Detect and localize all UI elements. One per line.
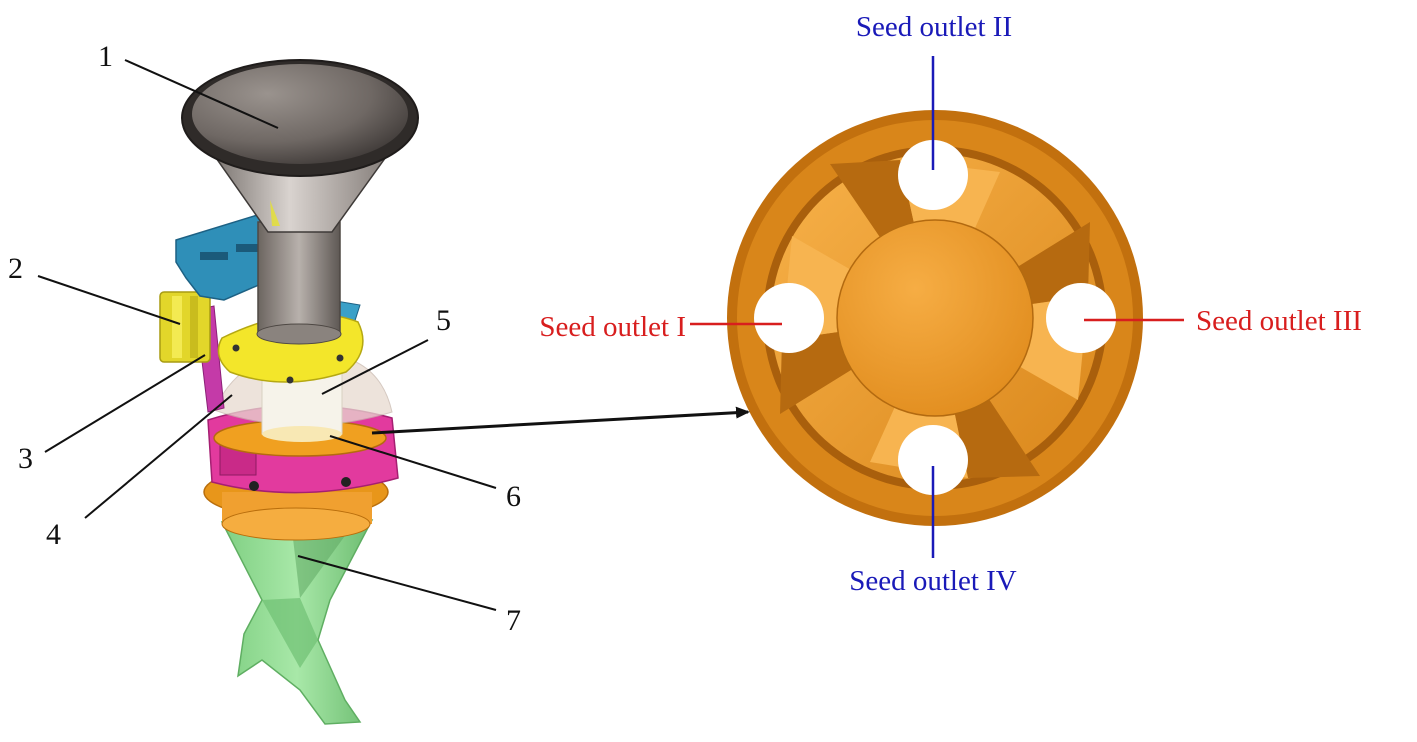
hopper-neck — [257, 221, 341, 335]
part-number-6: 6 — [506, 480, 521, 513]
disc-center-hub — [836, 219, 1034, 417]
part-number-1: 1 — [98, 40, 113, 73]
seed-disc-top-view — [727, 110, 1143, 526]
part-number-2: 2 — [8, 252, 23, 285]
leader-lines — [37, 59, 497, 611]
outlet-label-left: Seed outlet I — [539, 311, 686, 343]
zoom-arrow — [371, 406, 750, 435]
outlet-hole-bottom — [898, 425, 968, 495]
seed-hopper — [181, 59, 419, 233]
outlet-label-right: Seed outlet III — [1196, 305, 1362, 337]
metering-device — [159, 59, 419, 725]
part-number-3: 3 — [18, 442, 33, 475]
part-number-7: 7 — [506, 604, 521, 637]
outlet-labels: Seed outlet II Seed outlet I Seed outlet… — [539, 11, 1361, 597]
outlet-label-top: Seed outlet II — [856, 11, 1012, 43]
seed-guide-tube — [220, 519, 374, 725]
motor — [159, 291, 211, 363]
outlet-hole-left — [754, 283, 824, 353]
part-number-5: 5 — [436, 304, 451, 337]
outlet-hole-top — [898, 140, 968, 210]
outlet-leaders — [690, 56, 1184, 558]
part-numbers: 1 2 3 4 5 6 7 — [8, 40, 521, 637]
outlet-hole-right — [1046, 283, 1116, 353]
outlet-label-bottom: Seed outlet IV — [849, 565, 1017, 597]
part-number-4: 4 — [46, 518, 61, 551]
